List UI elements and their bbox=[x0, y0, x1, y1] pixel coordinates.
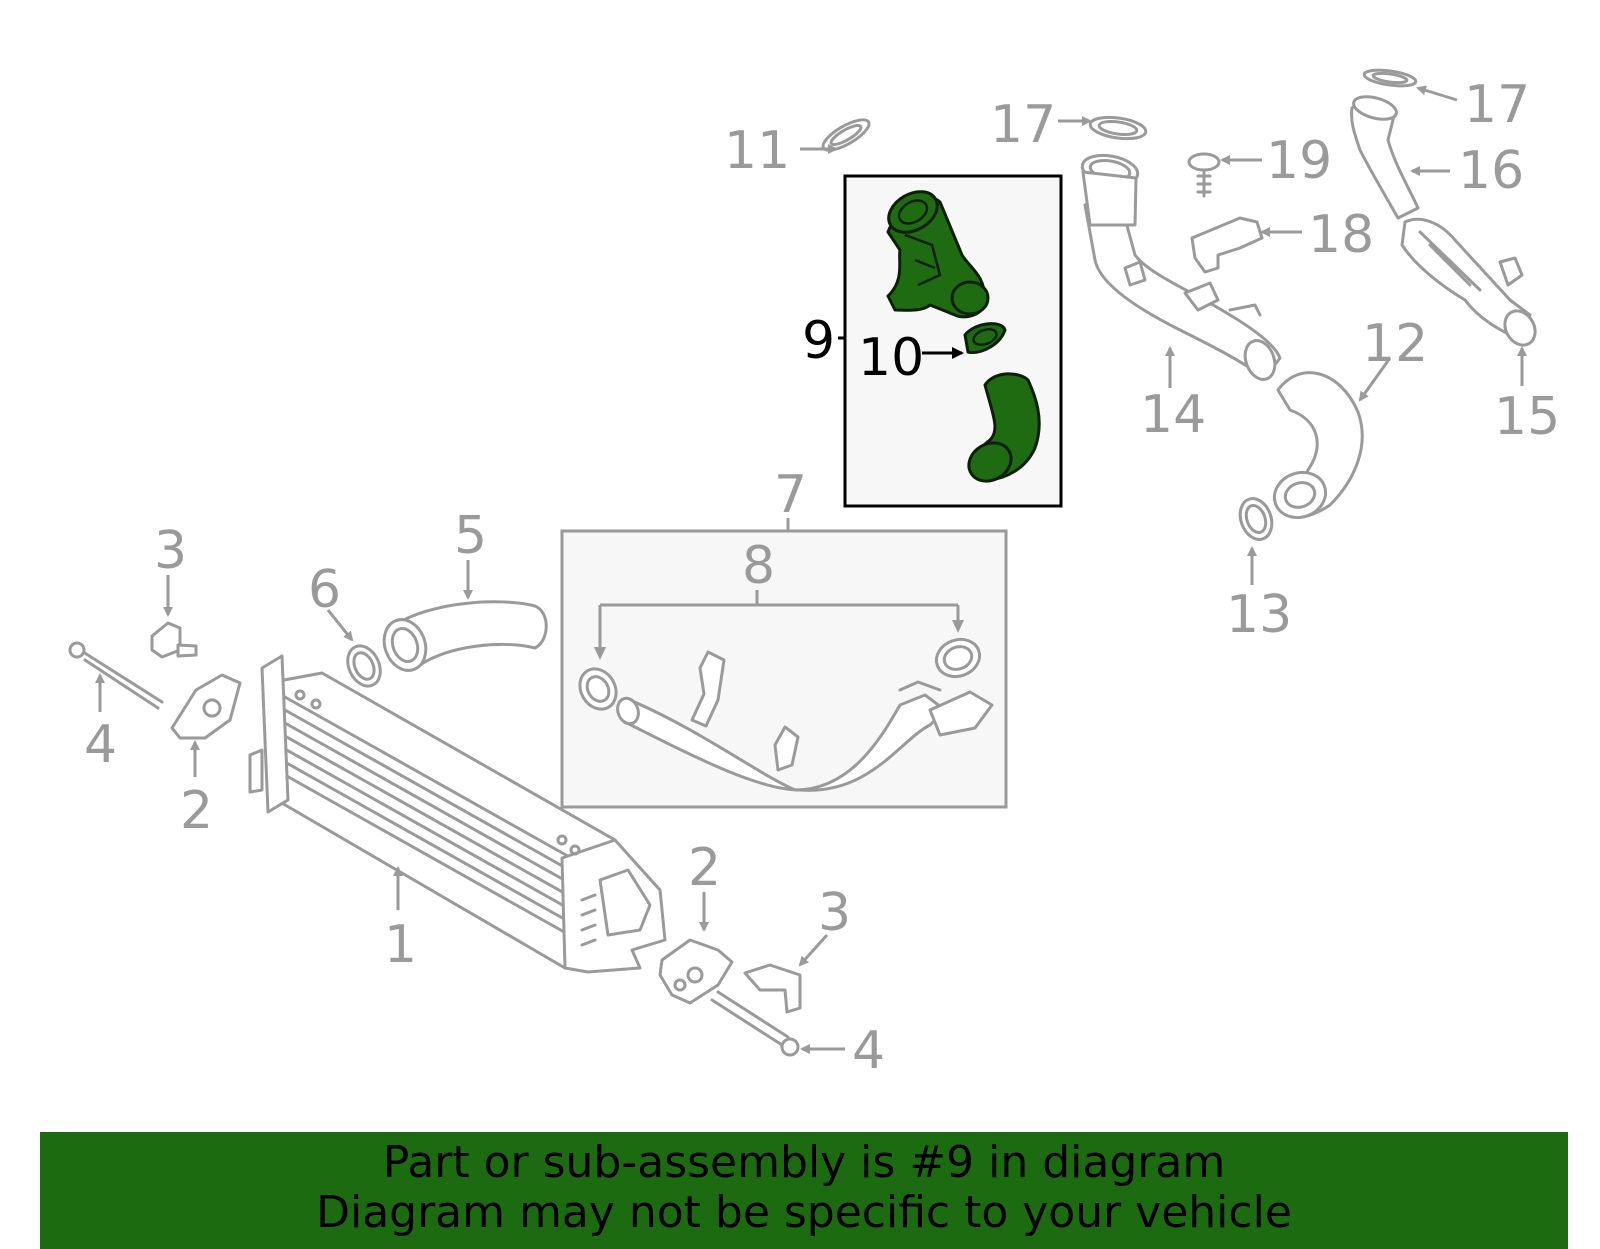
highlighted-part-9-housing[interactable] bbox=[881, 183, 990, 319]
callout-12: 12 bbox=[1362, 314, 1428, 374]
callout-15: 15 bbox=[1494, 387, 1560, 447]
clip-part-3-left bbox=[150, 621, 198, 659]
callout-17-top: 17 bbox=[1464, 75, 1530, 135]
callout-18: 18 bbox=[1308, 205, 1374, 265]
banner-line-1: Part or sub-assembly is #9 in diagram bbox=[382, 1137, 1226, 1188]
seal-ring-part-17-top bbox=[1362, 68, 1418, 88]
leader-lines bbox=[95, 85, 1527, 1054]
callout-5: 5 bbox=[454, 506, 487, 566]
seal-ring-part-13 bbox=[1238, 497, 1274, 541]
highlighted-part-9-hose[interactable] bbox=[962, 372, 1041, 489]
callout-7: 7 bbox=[774, 465, 807, 525]
bolt-part-4-left bbox=[68, 641, 164, 710]
callout-4-left: 4 bbox=[84, 715, 117, 775]
callout-2-right: 2 bbox=[688, 838, 721, 898]
callout-3-left: 3 bbox=[154, 521, 187, 581]
pipe-part-14 bbox=[1080, 153, 1282, 381]
callout-2-left: 2 bbox=[180, 781, 213, 841]
banner-line-2: Diagram may not be specific to your vehi… bbox=[316, 1187, 1292, 1238]
hose-part-5 bbox=[382, 600, 548, 672]
intercooler-part-1 bbox=[248, 654, 667, 974]
bracket-part-2-left bbox=[170, 673, 242, 740]
callout-10[interactable]: 10 bbox=[858, 328, 924, 388]
info-banner: Part or sub-assembly is #9 in diagram Di… bbox=[40, 1132, 1568, 1249]
callout-1: 1 bbox=[384, 915, 417, 975]
clamp-part-8-left bbox=[578, 667, 618, 711]
callout-4-right: 4 bbox=[852, 1021, 885, 1081]
bolt-part-4-right bbox=[710, 990, 800, 1057]
callout-3-right: 3 bbox=[818, 883, 851, 943]
pipe-part-7 bbox=[616, 650, 994, 792]
highlighted-part-10-seal[interactable] bbox=[963, 322, 1007, 355]
pipe-part-15 bbox=[1400, 217, 1537, 347]
seal-ring-part-6 bbox=[346, 644, 382, 688]
callout-13: 13 bbox=[1226, 585, 1292, 645]
callout-14: 14 bbox=[1140, 385, 1206, 445]
bracket-part-2-right bbox=[658, 938, 734, 1005]
bolt-part-19 bbox=[1187, 152, 1221, 198]
callout-19: 19 bbox=[1266, 131, 1332, 191]
seal-ring-part-17 bbox=[1088, 115, 1148, 141]
bracket-part-18 bbox=[1190, 216, 1264, 274]
callout-16: 16 bbox=[1458, 141, 1524, 201]
hose-part-12 bbox=[1272, 371, 1364, 520]
callout-17: 17 bbox=[990, 95, 1056, 155]
clamp-part-8-right bbox=[934, 637, 982, 679]
clip-part-3-right bbox=[743, 963, 802, 1014]
callout-11: 11 bbox=[724, 121, 790, 181]
callout-9[interactable]: 9 bbox=[802, 311, 835, 371]
callout-6: 6 bbox=[308, 560, 341, 620]
callout-8: 8 bbox=[742, 536, 775, 596]
hose-part-16 bbox=[1350, 95, 1420, 220]
